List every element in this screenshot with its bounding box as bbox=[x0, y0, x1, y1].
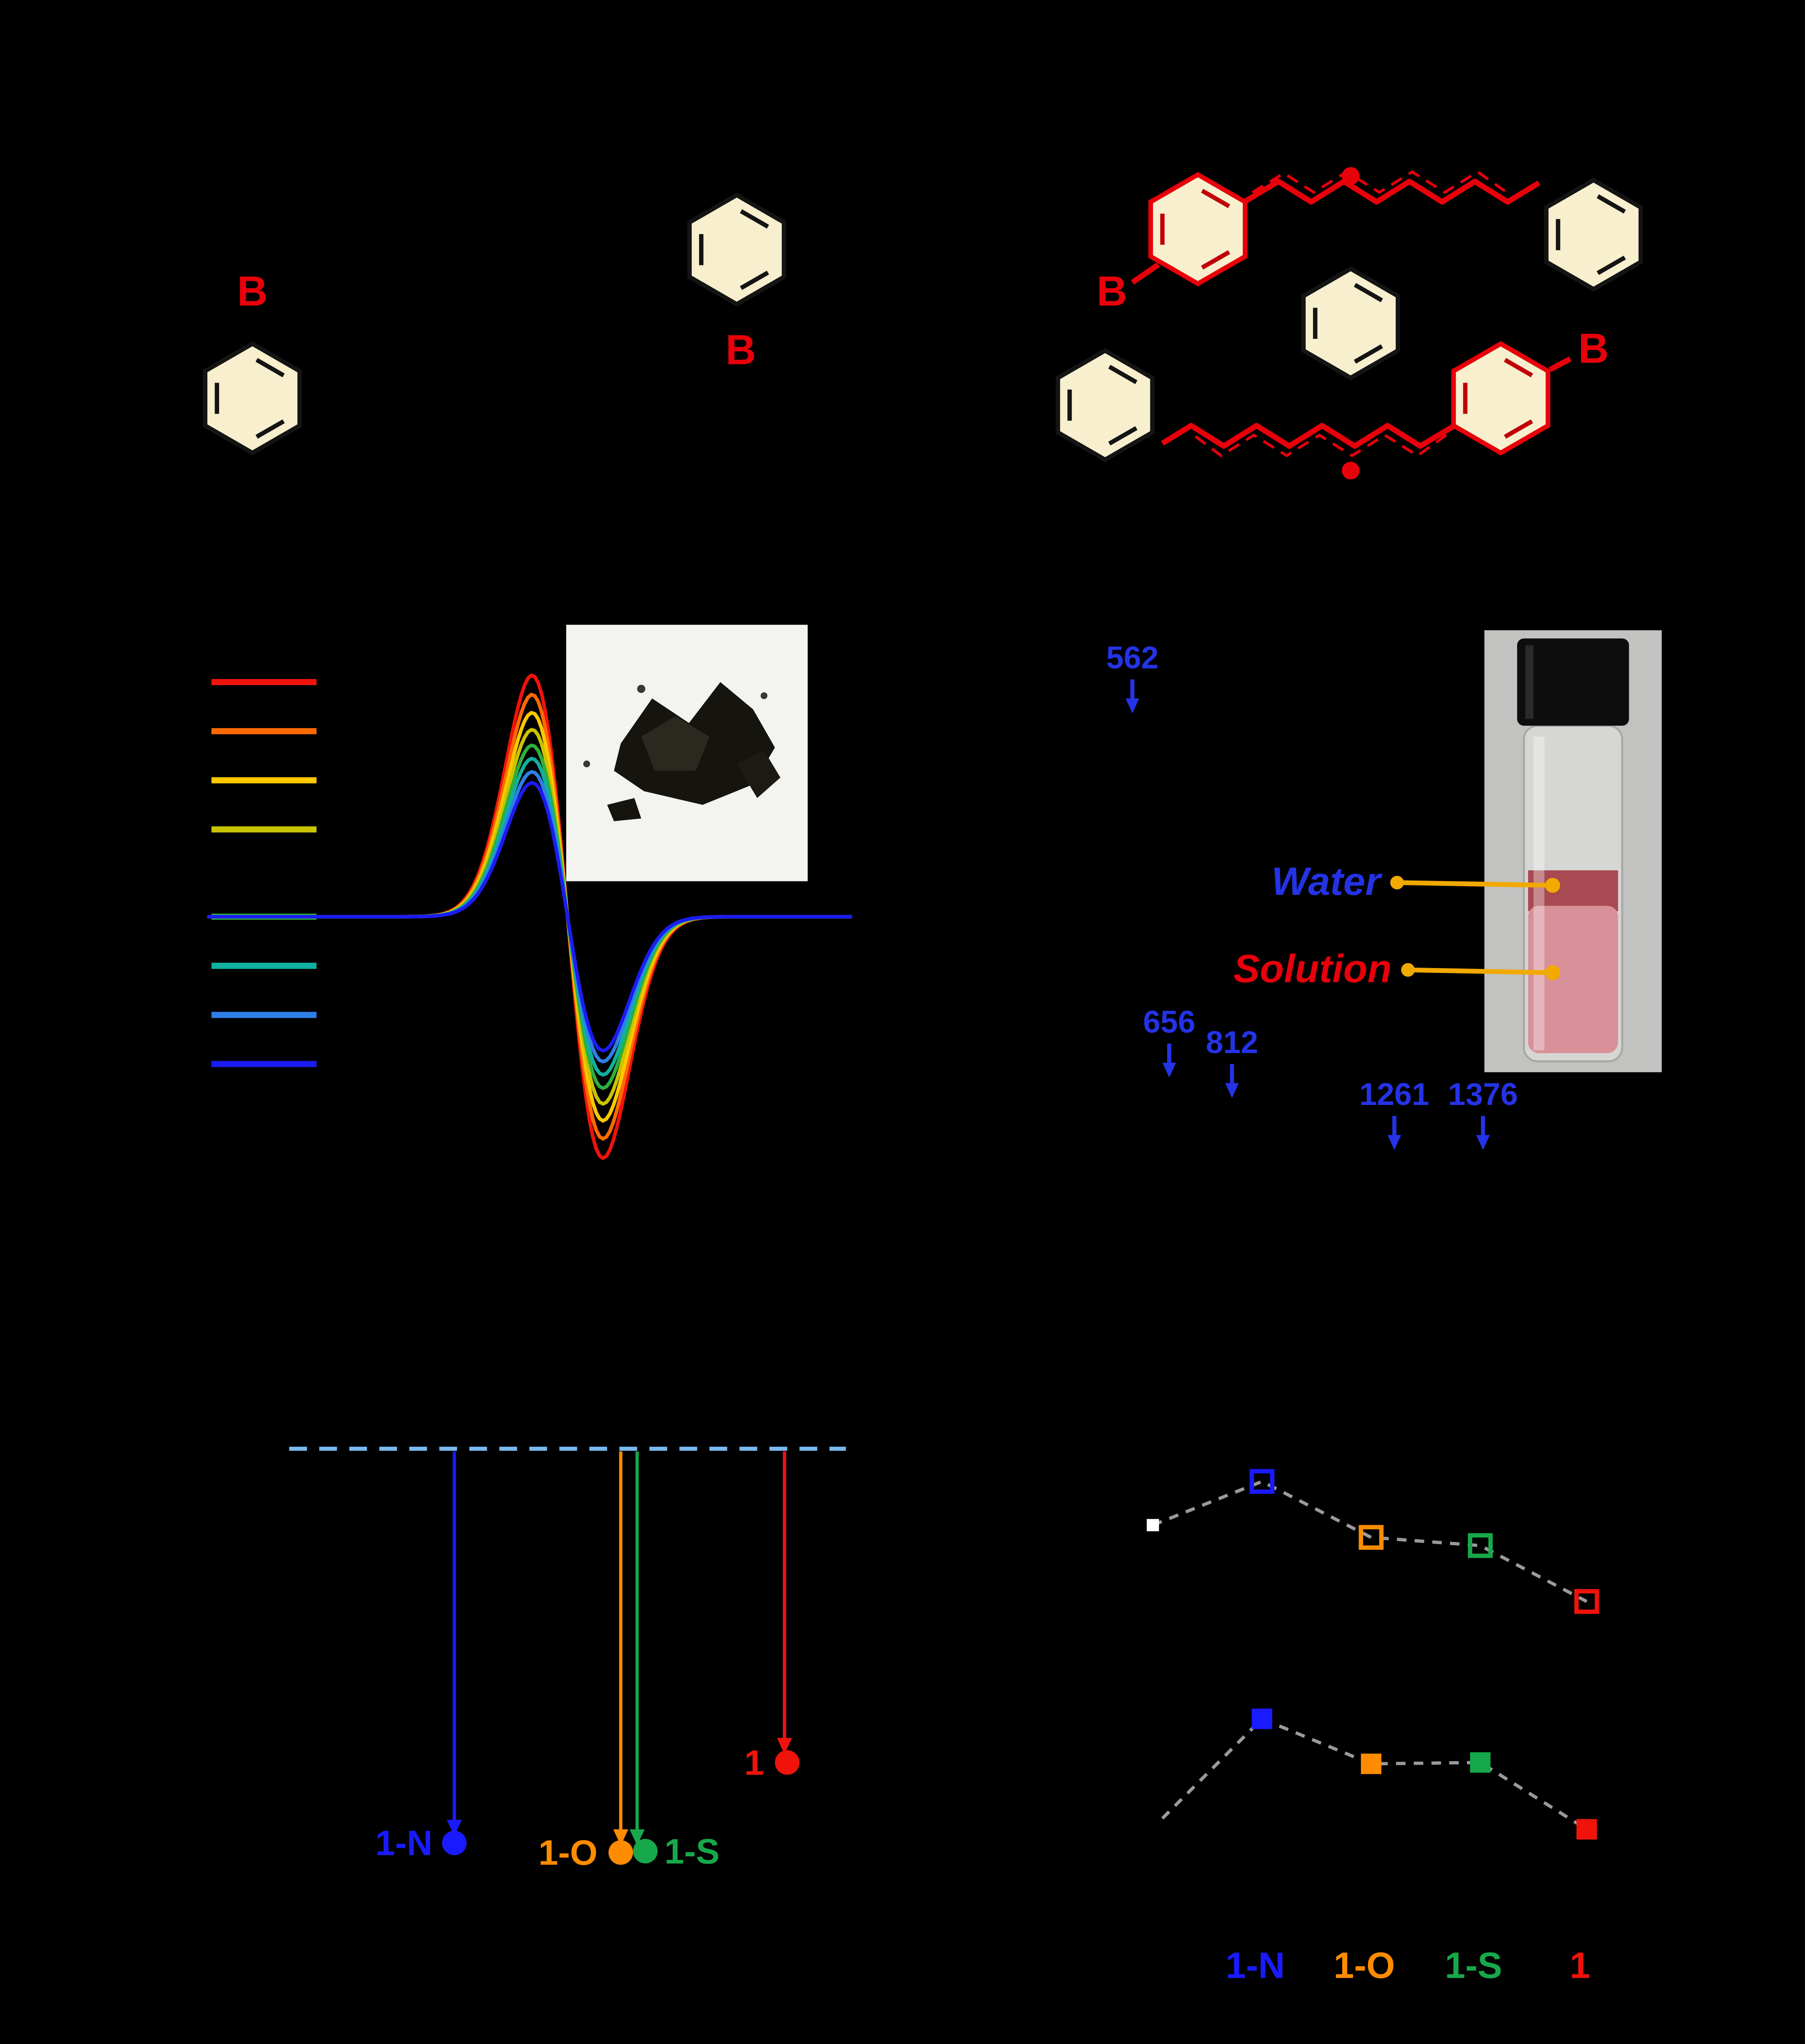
trend-chart: 1-N 1-O 1-S 1 bbox=[1146, 1469, 1599, 1986]
boron-label: B bbox=[237, 267, 268, 314]
water-pointer-dot bbox=[1390, 876, 1404, 890]
trend-connector-hollow-squares bbox=[1152, 1479, 1588, 1603]
trend-legend-1-O: 1-O bbox=[1334, 1945, 1395, 1986]
boron-label: B bbox=[1096, 267, 1127, 314]
borole-ring bbox=[1453, 344, 1548, 453]
vial-photo bbox=[1484, 630, 1662, 1072]
powder-photo bbox=[566, 625, 808, 881]
water-pointer-line bbox=[1397, 880, 1550, 888]
solution-pointer-line bbox=[1408, 967, 1550, 975]
boron-label: B bbox=[726, 326, 756, 373]
powder-speck bbox=[583, 760, 590, 768]
energy-marker-1 bbox=[775, 1750, 800, 1775]
borole-ring bbox=[1151, 175, 1245, 284]
boron-bond bbox=[1548, 356, 1572, 372]
powder-chunk bbox=[737, 750, 780, 798]
raman-peak-arrowhead bbox=[1225, 1083, 1239, 1098]
raman-peak-label-812: 812 bbox=[1206, 1025, 1258, 1060]
energy-marker-1-O bbox=[608, 1840, 633, 1865]
solution-label: Solution bbox=[1233, 946, 1392, 991]
energy-arrowhead-1-O bbox=[613, 1829, 628, 1846]
trend-marker bbox=[1576, 1819, 1597, 1840]
benzene-ring bbox=[690, 195, 784, 304]
energy-arrowhead-1 bbox=[777, 1738, 792, 1755]
solution-layer bbox=[1528, 905, 1618, 1053]
epr-legend bbox=[211, 679, 317, 1067]
boron-label: B bbox=[1578, 325, 1609, 372]
benzene-ring bbox=[1546, 180, 1641, 289]
raman-peak-label-562: 562 bbox=[1106, 641, 1159, 675]
trend-legend-1-N: 1-N bbox=[1226, 1945, 1285, 1986]
energy-label-1: 1 bbox=[744, 1743, 764, 1782]
water-pointer-dot bbox=[1545, 878, 1560, 893]
raman-panel: 562 656 812 1261 1376 Water Solution bbox=[1106, 630, 1662, 1150]
powder-chunk bbox=[641, 716, 710, 771]
benzene-ring bbox=[1058, 351, 1153, 460]
solution-pointer-dot bbox=[1545, 965, 1560, 980]
trend-marker bbox=[1251, 1708, 1272, 1729]
trend-connector-solid-squares bbox=[1161, 1717, 1588, 1831]
trend-legend-1: 1 bbox=[1570, 1945, 1590, 1986]
powder-speck bbox=[637, 685, 646, 693]
energy-diagram: 1-N 1-O 1-S 1 bbox=[289, 1446, 846, 1873]
trend-marker bbox=[1470, 1752, 1491, 1773]
powder-speck bbox=[760, 692, 768, 699]
energy-label-1-O: 1-O bbox=[538, 1833, 598, 1873]
epr-trace-trace-8 bbox=[207, 781, 852, 1053]
raman-peak-arrowhead bbox=[1476, 1135, 1490, 1150]
energy-marker-1-N bbox=[442, 1831, 467, 1856]
vial-cap bbox=[1517, 638, 1629, 726]
benzene-ring bbox=[205, 344, 300, 453]
water-layer bbox=[1528, 870, 1618, 912]
raman-peak-label-656: 656 bbox=[1143, 1005, 1195, 1040]
radical-chain-bottom-resonance bbox=[1193, 433, 1447, 457]
vial-glass-highlight bbox=[1533, 736, 1545, 1051]
powder-chunk bbox=[607, 798, 641, 821]
raman-peak-arrowhead bbox=[1126, 698, 1139, 714]
radical-chain-bottom bbox=[1161, 423, 1456, 449]
radical-dot bbox=[1342, 167, 1360, 185]
energy-marker-1-S bbox=[633, 1839, 658, 1864]
radical-dot bbox=[1342, 462, 1360, 480]
energy-arrowhead-1-N bbox=[446, 1820, 462, 1836]
trend-legend-1-S: 1-S bbox=[1445, 1945, 1502, 1986]
raman-peak-arrowhead bbox=[1162, 1062, 1176, 1078]
trend-marker bbox=[1361, 1753, 1381, 1774]
trend-marker bbox=[1359, 1525, 1384, 1550]
epr-panel bbox=[207, 625, 852, 1161]
boron-bond bbox=[1131, 262, 1160, 285]
vial-cap-highlight bbox=[1525, 645, 1534, 719]
radical-chain-top bbox=[1243, 179, 1540, 205]
raman-annotations: 562 656 812 1261 1376 bbox=[1106, 641, 1518, 1150]
benzene-ring bbox=[1303, 269, 1398, 378]
trend-marker bbox=[1468, 1533, 1493, 1558]
trend-marker bbox=[1249, 1469, 1275, 1494]
radical-chain-top-resonance bbox=[1251, 170, 1506, 194]
raman-peak-label-1261: 1261 bbox=[1359, 1077, 1429, 1112]
raman-peak-arrowhead bbox=[1387, 1135, 1401, 1150]
energy-label-1-N: 1-N bbox=[375, 1823, 433, 1863]
panel-structures: B B B B bbox=[205, 167, 1641, 480]
water-label: Water bbox=[1271, 859, 1383, 903]
energy-arrowhead-1-S bbox=[630, 1829, 645, 1846]
trend-marker bbox=[1574, 1589, 1599, 1614]
raman-peak-label-1376: 1376 bbox=[1448, 1077, 1518, 1112]
trend-marker bbox=[1146, 1519, 1159, 1531]
energy-label-1-S: 1-S bbox=[664, 1831, 720, 1871]
epr-curves bbox=[207, 673, 852, 1161]
solution-pointer-dot bbox=[1401, 963, 1415, 977]
